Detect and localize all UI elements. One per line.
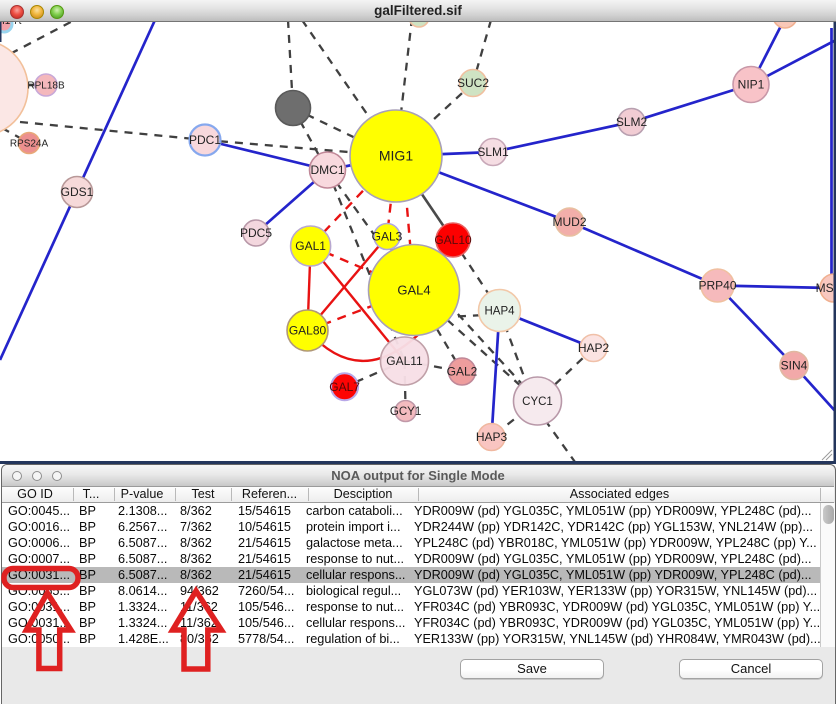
svg-text:GAL1: GAL1 [295,239,326,253]
svg-text:CYC1: CYC1 [522,396,553,408]
svg-text:GAL80: GAL80 [289,324,327,338]
svg-text:PDC1: PDC1 [189,133,221,147]
svg-text:GAL10: GAL10 [434,233,472,247]
svg-text:GDS1: GDS1 [61,185,94,199]
svg-text:GAL11: GAL11 [386,354,423,368]
svg-text:GAL4: GAL4 [397,283,430,298]
svg-text:PRP40: PRP40 [698,279,736,293]
svg-text:MSL: MSL [816,281,836,295]
svg-text:SUC2: SUC2 [457,76,489,90]
svg-text:HAP4: HAP4 [484,306,515,318]
svg-text:RPS24A: RPS24A [10,139,49,150]
svg-text:GAL3: GAL3 [372,230,403,244]
svg-text:RPL18B: RPL18B [27,81,65,92]
svg-text:NIP1: NIP1 [738,78,765,92]
svg-text:DMC1: DMC1 [310,163,344,177]
svg-text:GAL7: GAL7 [329,380,360,394]
svg-text:MUD2: MUD2 [552,215,586,229]
svg-text:HAP2: HAP2 [578,341,610,355]
svg-text:GAL2: GAL2 [447,365,478,379]
svg-text:GCY1: GCY1 [390,406,421,418]
svg-text:SIN4: SIN4 [781,359,808,373]
svg-text:HAP3: HAP3 [476,430,508,444]
svg-text:MIG1: MIG1 [379,148,413,164]
svg-text:SLM2: SLM2 [616,115,648,129]
svg-text:SLM1: SLM1 [477,145,509,159]
svg-text:PDC5: PDC5 [240,226,272,240]
